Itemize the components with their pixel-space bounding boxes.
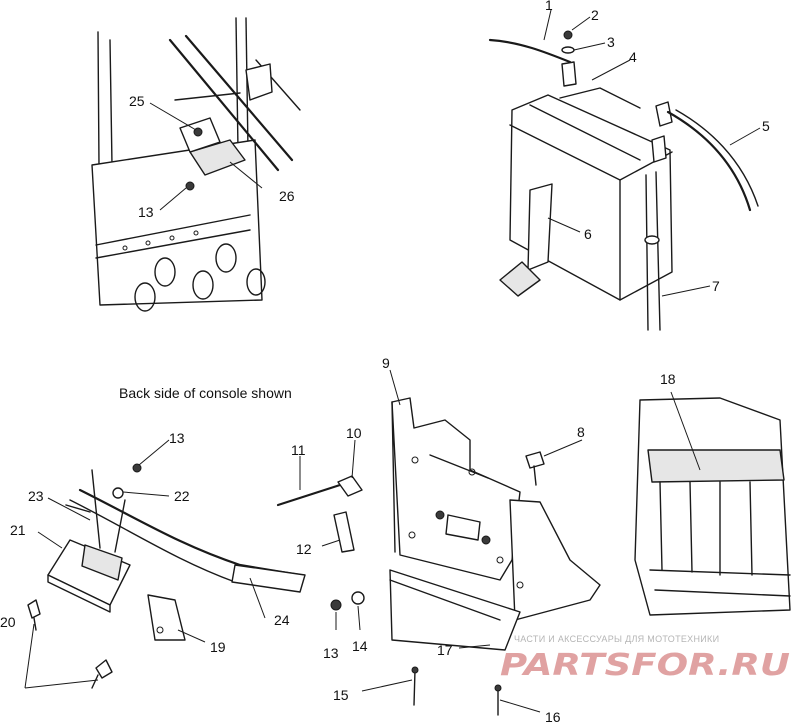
callout-3: 3 bbox=[607, 34, 615, 50]
callout-22: 22 bbox=[174, 488, 190, 504]
console-mount-view bbox=[91, 17, 301, 312]
watermark: ЧАСТИ И АКСЕССУАРЫ ДЛЯ МОТОТЕХНИКИ PARTS… bbox=[500, 634, 790, 683]
callout-7: 7 bbox=[712, 278, 720, 294]
callout-26: 26 bbox=[279, 188, 295, 204]
callout-6: 6 bbox=[584, 226, 592, 242]
callout-9: 9 bbox=[382, 355, 390, 371]
callout-labels: 1 2 3 4 5 6 7 25 26 13 Back side of cons… bbox=[0, 0, 770, 725]
callout-20: 20 bbox=[0, 614, 16, 630]
callout-16: 16 bbox=[545, 709, 561, 725]
callout-13-bottom: 13 bbox=[323, 645, 339, 661]
callout-17: 17 bbox=[437, 642, 453, 658]
relay-wiring-view bbox=[27, 463, 306, 689]
callout-24: 24 bbox=[274, 612, 290, 628]
callout-21: 21 bbox=[10, 522, 26, 538]
callout-13-left: 13 bbox=[169, 430, 185, 446]
callout-5: 5 bbox=[762, 118, 770, 134]
callout-23: 23 bbox=[28, 488, 44, 504]
callout-1: 1 bbox=[545, 0, 553, 13]
callout-10: 10 bbox=[346, 425, 362, 441]
watermark-logo: PARTSFOR.RU bbox=[500, 648, 790, 683]
battery-box-view bbox=[634, 397, 791, 616]
battery-bracket-view bbox=[276, 397, 601, 716]
callout-2: 2 bbox=[591, 7, 599, 23]
battery-view bbox=[488, 30, 759, 331]
callout-4: 4 bbox=[629, 49, 637, 65]
watermark-tagline: ЧАСТИ И АКСЕССУАРЫ ДЛЯ МОТОТЕХНИКИ bbox=[514, 634, 719, 644]
callout-19: 19 bbox=[210, 639, 226, 655]
leader-lines bbox=[24, 9, 761, 713]
caption-console: Back side of console shown bbox=[119, 385, 292, 401]
callout-15: 15 bbox=[333, 687, 349, 703]
callout-13-top: 13 bbox=[138, 204, 154, 220]
callout-25: 25 bbox=[129, 93, 145, 109]
callout-14: 14 bbox=[352, 638, 368, 654]
callout-11: 11 bbox=[291, 442, 306, 458]
callout-8: 8 bbox=[577, 424, 585, 440]
callout-12: 12 bbox=[296, 541, 312, 557]
callout-18: 18 bbox=[660, 371, 676, 387]
